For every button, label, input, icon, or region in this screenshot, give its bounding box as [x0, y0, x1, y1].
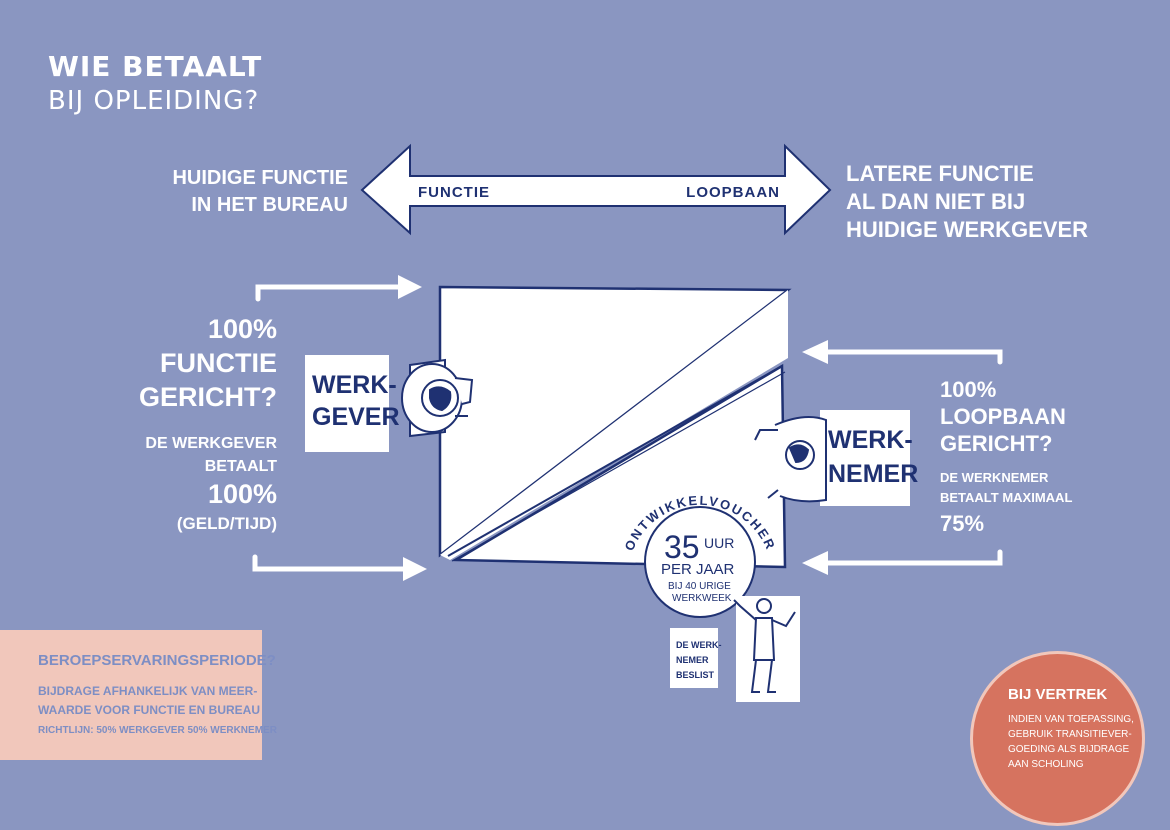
beroepservaring-title: BEROEPSERVARINGSPERIODE? — [38, 652, 276, 669]
werkgever-bottom-arrow — [252, 554, 408, 572]
werkgever-card-line-1: WERK- — [312, 371, 397, 399]
voucher-sub-line-2: WERKWEEK — [672, 593, 732, 604]
werknemer-heading-line-3: GERICHT? — [940, 431, 1053, 456]
diagonal-line-2 — [451, 371, 786, 562]
decides-card — [670, 628, 718, 688]
werkgever-pct: 100% — [207, 479, 277, 509]
werkgever-heading-line-2: FUNCTIE — [160, 348, 277, 378]
werknemer-bottom-arrow — [823, 549, 1003, 566]
werkgever-note: (GELD/TIJD) — [176, 514, 277, 533]
bij-vertrek-line-4: AAN SCHOLING — [1008, 759, 1084, 770]
werknemer-top-arrowhead — [802, 340, 828, 364]
voucher-unit: UUR — [704, 535, 734, 551]
werkgever-pays-line-2: BETAALT — [204, 458, 277, 475]
decides-line-3: BESLIST — [676, 670, 715, 680]
arrow-right-caption: LATERE FUNCTIE AL DAN NIET BIJ HUIDIGE W… — [846, 160, 1088, 244]
arrow-left-caption: HUIDIGE FUNCTIE IN HET BUREAU — [172, 165, 348, 219]
werknemer-pays-text: DE WERKNEMER BETAALT MAXIMAAL — [940, 468, 1072, 508]
werknemer-heading-line-1: 100% — [940, 377, 997, 402]
werkgever-card — [305, 355, 389, 452]
werkgever-pays-line-1: DE WERKGEVER — [145, 435, 277, 452]
werknemer-pays-line-1: DE WERKNEMER — [940, 470, 1049, 485]
arrow-right-caption-line-3: HUIDIGE WERKGEVER — [846, 217, 1089, 242]
beroepservaring-box: BEROEPSERVARINGSPERIODE? BIJDRAGE AFHANK… — [0, 630, 277, 760]
beroepservaring-line-2: WAARDE VOOR FUNCTIE EN BUREAU — [38, 703, 261, 717]
werkgever-top-arrow — [255, 284, 403, 302]
werkgever-person-illustration — [401, 358, 474, 438]
diagonal-band — [440, 290, 788, 560]
beroepservaring-lines: BIJDRAGE AFHANKELIJK VAN MEER- WAARDE VO… — [38, 682, 260, 720]
werknemer-heading: 100% LOOPBAAN GERICHT? — [940, 376, 1066, 457]
functie-loopbaan-double-arrow — [360, 143, 832, 236]
voucher-sub-line-1: BIJ 40 URIGE — [668, 581, 731, 592]
deciding-person-illustration — [733, 596, 800, 702]
werknemer-card-line-2: NEMER — [828, 460, 918, 488]
werknemer-card — [820, 410, 910, 506]
beroepservaring-line-1: BIJDRAGE AFHANKELIJK VAN MEER- — [38, 684, 258, 698]
werknemer-card-line-1: WERK- — [828, 426, 913, 454]
werkgever-heading-line-1: 100% — [207, 314, 277, 344]
diagonal-line — [447, 365, 783, 557]
werknemer-pays-line-2: BETAALT MAXIMAAL — [940, 490, 1073, 505]
werknemer-top-arrow — [823, 349, 1003, 365]
ontwikkelvoucher-circle — [644, 506, 756, 618]
bij-vertrek-line-1: INDIEN VAN TOEPASSING, — [1008, 714, 1134, 725]
werknemer-person-illustration — [754, 415, 827, 503]
werkgever-pays-text: DE WERKGEVER BETAALT — [145, 432, 277, 478]
werkgever-heading: 100% FUNCTIE GERICHT? — [139, 312, 277, 414]
arrow-left-caption-line-2: IN HET BUREAU — [191, 194, 348, 216]
arrow-right-caption-line-1: LATERE FUNCTIE — [846, 161, 1034, 186]
bij-vertrek-circle: BIJ VERTREK INDIEN VAN TOEPASSING, GEBRU… — [970, 651, 1145, 826]
werknemer-heading-line-2: LOOPBAAN — [940, 404, 1066, 429]
werkgever-heading-line-3: GERICHT? — [139, 382, 277, 412]
arrow-label-functie: FUNCTIE — [418, 184, 490, 201]
page-subtitle: BIJ OPLEIDING? — [48, 86, 260, 116]
werkgever-bottom-arrowhead — [403, 557, 427, 581]
bij-vertrek-line-2: GEBRUIK TRANSITIEVER- — [1008, 729, 1132, 740]
werknemer-bottom-arrowhead — [802, 551, 828, 575]
bij-vertrek-lines: INDIEN VAN TOEPASSING, GEBRUIK TRANSITIE… — [1008, 712, 1134, 772]
beroepservaring-guideline: RICHTLIJN: 50% WERKGEVER 50% WERKNEMER — [38, 725, 277, 736]
werkgever-top-arrowhead — [398, 275, 422, 299]
arrow-left-caption-line-1: HUIDIGE FUNCTIE — [172, 167, 348, 189]
decides-line-2: NEMER — [676, 655, 709, 665]
page-title: WIE BETAALT — [48, 50, 263, 83]
voucher-hours: 35 — [664, 529, 700, 565]
bij-vertrek-line-3: GOEDING ALS BIJDRAGE — [1008, 744, 1130, 755]
werknemer-pct: 75% — [940, 511, 985, 536]
arrow-right-caption-line-2: AL DAN NIET BIJ — [846, 189, 1026, 214]
voucher-per-year: PER JAAR — [661, 561, 735, 578]
bij-vertrek-title: BIJ VERTREK — [1008, 686, 1108, 703]
werkgever-card-line-2: GEVER — [312, 403, 400, 431]
arrow-label-loopbaan: LOOPBAAN — [686, 184, 780, 201]
decides-line-1: DE WERK- — [676, 640, 722, 650]
